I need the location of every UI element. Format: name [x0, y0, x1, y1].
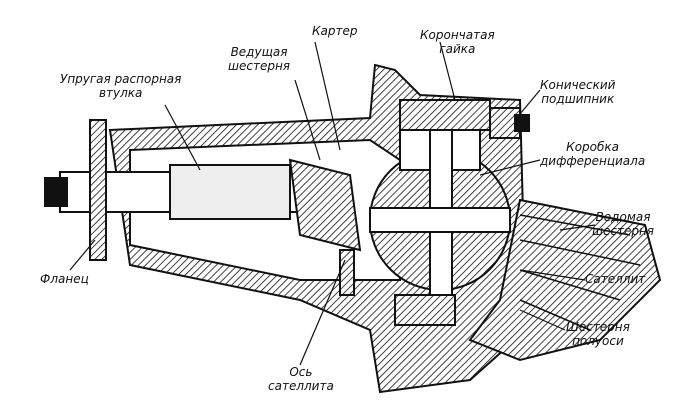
label-text: полуоси [572, 334, 624, 348]
label-karter: Картер [312, 24, 357, 38]
label-text: Упругая распорная [60, 72, 182, 86]
label-text: втулка [98, 86, 143, 100]
label-text: гайка [439, 42, 476, 56]
label-text: Ось [289, 365, 313, 379]
label-text: Фланец [40, 272, 89, 286]
label-text: дифференциала [540, 154, 646, 168]
label-text: шестерня [592, 224, 655, 238]
label-text: Шестерня [566, 320, 630, 334]
label-text: сателлита [268, 379, 334, 393]
label-text: шестерня [228, 59, 291, 73]
label-flange: Фланец [40, 272, 89, 286]
driven-gear [468, 198, 662, 362]
label-text: Сателлит [585, 272, 646, 286]
label-text: Конический [540, 78, 616, 92]
flange-part [89, 119, 107, 261]
label-text: Ведомая [595, 210, 651, 224]
label-text: Картер [312, 24, 358, 38]
leader-lines [69, 41, 596, 366]
drive-pinion [288, 158, 362, 252]
label-text: Ведущая [230, 45, 288, 59]
label-text: Корончатая [420, 28, 495, 42]
label-text: подшипник [541, 92, 615, 106]
label-satellite: Сателлит [585, 272, 645, 286]
label-text: Коробка [566, 140, 619, 154]
